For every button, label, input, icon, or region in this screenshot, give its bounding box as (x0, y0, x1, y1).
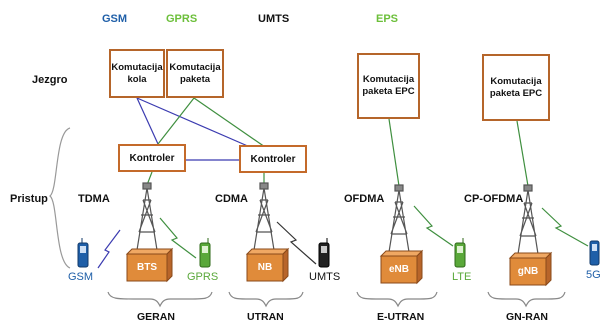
controller-right: Kontroler (239, 145, 307, 173)
link-packet-ctrl-left (157, 97, 195, 145)
node-label-gnb: gNB (517, 266, 539, 277)
core-box-circuit: Komutacija kola (109, 49, 165, 98)
tower-bts (136, 182, 158, 251)
label-cdma: CDMA (215, 193, 248, 205)
label-umts: UMTS (258, 13, 290, 25)
radio-gprs (159, 217, 197, 259)
phone-umts-icon (318, 238, 330, 268)
controller-left: Kontroler (118, 144, 186, 172)
radio-lte (413, 205, 454, 247)
link-epc-enb (388, 118, 400, 187)
node-box-enb (379, 249, 424, 285)
node-label-nb: NB (257, 262, 273, 273)
label-cp-ofdma: CP-OFDMA (464, 193, 524, 205)
node-box-nb (245, 247, 290, 283)
terminal-label-lte: LTE (452, 271, 472, 283)
label-core: Jezgro (32, 74, 68, 86)
link-circuit-ctrl-right (136, 97, 251, 148)
tower-gnb (517, 184, 539, 255)
node-label-enb: eNB (388, 264, 409, 275)
phone-gprs-icon (199, 238, 211, 268)
radio-5g (541, 207, 589, 247)
terminal-label-umts: UMTS (309, 271, 341, 283)
terminal-label-gprs: GPRS (187, 271, 219, 283)
terminal-label-5g: 5G (586, 269, 601, 281)
phone-5g-icon (589, 240, 600, 266)
label-gsm: GSM (102, 13, 128, 25)
core-box-epc-a: Komutacija paketa EPC (357, 53, 420, 119)
node-label-bts: BTS (137, 262, 157, 273)
link-circuit-ctrl-left (136, 97, 159, 145)
label-access: Pristup (10, 193, 48, 205)
brace-geran (107, 291, 213, 308)
label-ofdma: OFDMA (344, 193, 385, 205)
phone-lte-icon (454, 238, 466, 268)
node-box-gnb (508, 251, 553, 287)
terminal-label-gsm: GSM (68, 271, 94, 283)
core-box-epc-b: Komutacija paketa EPC (482, 54, 550, 121)
group-label-utran: UTRAN (247, 311, 284, 323)
tower-enb (388, 184, 410, 253)
phone-gsm-icon (77, 238, 89, 268)
group-label-eutran: E-UTRAN (377, 311, 425, 323)
radio-gsm (97, 229, 121, 269)
link-packet-ctrl-right (193, 97, 266, 148)
tower-nb (253, 182, 275, 251)
group-label-geran: GERAN (137, 311, 175, 323)
label-tdma: TDMA (78, 193, 110, 205)
brace-utran (228, 291, 304, 308)
label-eps: EPS (376, 13, 399, 25)
brace-gnran (487, 291, 566, 308)
core-box-packet: Komutacija paketa (166, 49, 224, 98)
link-epc-gnb (516, 120, 529, 187)
access-bracket (49, 127, 71, 269)
radio-umts (276, 221, 317, 265)
label-gprs: GPRS (166, 13, 198, 25)
node-box-bts (125, 247, 174, 283)
group-label-gnran: GN-RAN (506, 311, 548, 323)
brace-eutran (356, 291, 438, 308)
